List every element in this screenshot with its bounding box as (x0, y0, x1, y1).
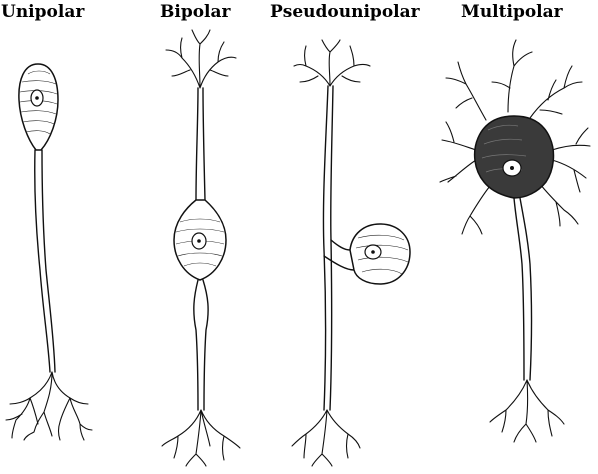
label-pseudounipolar: Pseudounipolar (270, 2, 420, 22)
pseudounipolar-neuron (291, 39, 411, 467)
pseudounipolar-axon (322, 85, 334, 411)
multipolar-cell-body (473, 115, 555, 199)
multipolar-axon-terminals (489, 379, 565, 443)
label-multipolar: Multipolar (461, 2, 563, 22)
multipolar-neuron (439, 39, 591, 443)
bipolar-axon (193, 279, 209, 411)
pseudounipolar-cell-body (323, 223, 411, 285)
multipolar-axon (513, 197, 533, 381)
unipolar-axon-terminals (5, 371, 93, 441)
bipolar-cell-body (173, 199, 227, 281)
bipolar-dendrites (165, 29, 237, 89)
unipolar-axon (34, 149, 56, 373)
pseudounipolar-dendrites (293, 39, 371, 87)
bipolar-dendrite-process (195, 87, 206, 201)
pseudounipolar-axon-terminals (291, 409, 361, 467)
unipolar-neuron (5, 63, 93, 441)
unipolar-cell-body (18, 63, 59, 151)
bipolar-neuron (161, 29, 241, 467)
label-bipolar: Bipolar (160, 2, 231, 22)
multipolar-dendrites (439, 39, 591, 235)
label-unipolar: Unipolar (1, 2, 85, 22)
bipolar-axon-terminals (161, 409, 241, 467)
